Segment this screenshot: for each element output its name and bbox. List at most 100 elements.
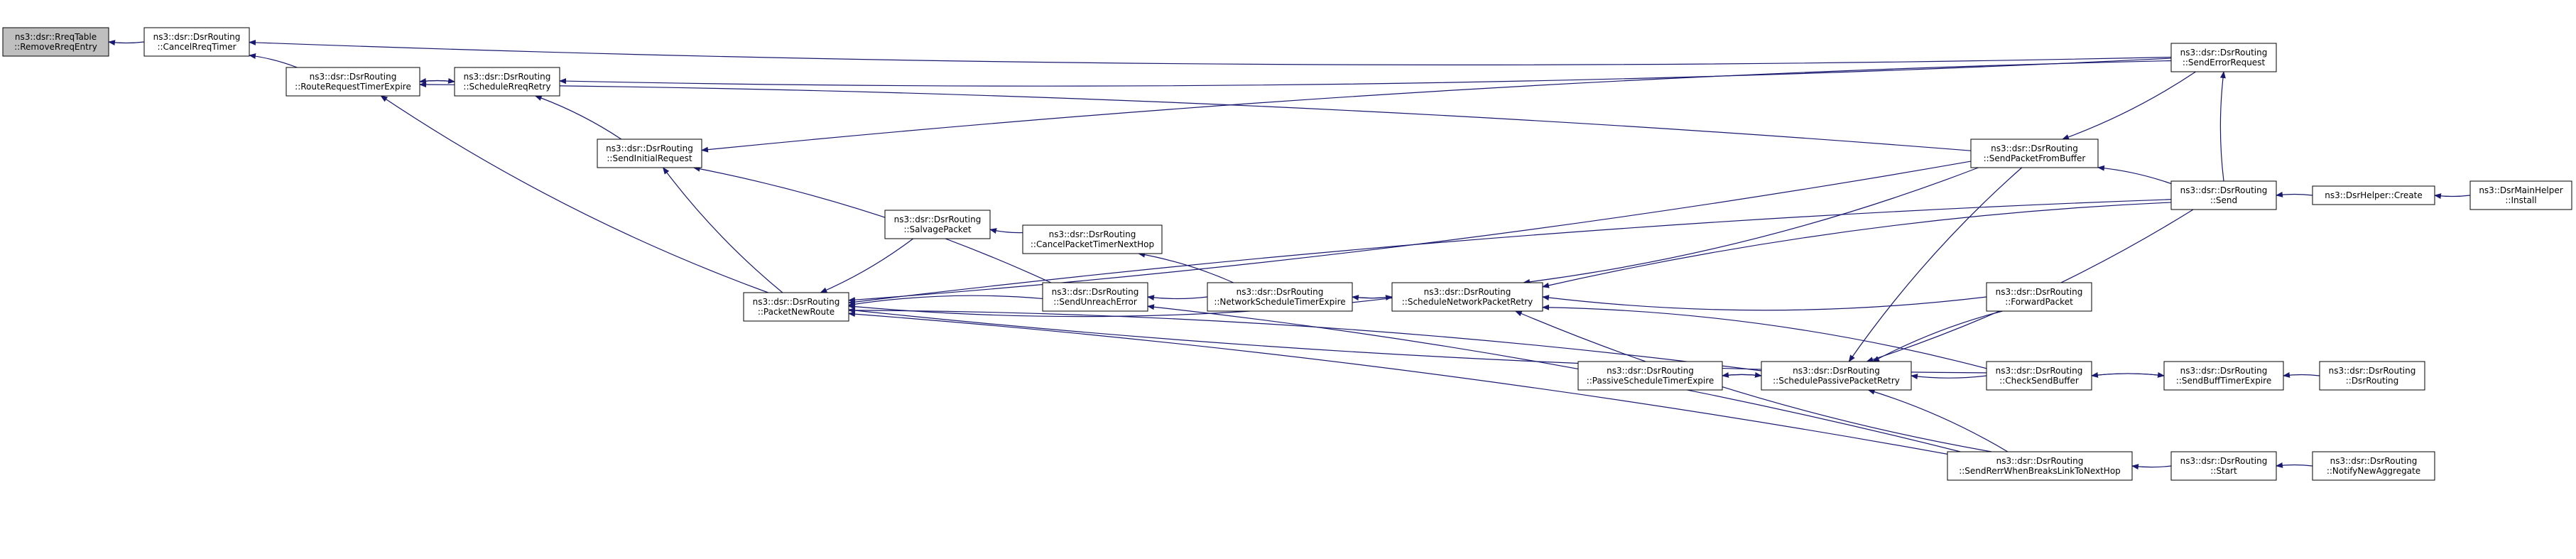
edge-send-rerr-when-breaks-link-to-next-hop-to-schedule-passive-packet-retry (1867, 389, 2009, 452)
node-label-line: ns3::dsr::DsrRouting (1607, 366, 1694, 376)
edge-send-rerr-when-breaks-link-to-next-hop-to-send-unreach-error (1147, 304, 1961, 452)
node-label-line: ns3::dsr::DsrRouting (1237, 287, 1324, 297)
node-label-line: ::PassiveScheduleTimerExpire (1587, 376, 1714, 386)
edge-send-error-request-to-send-initial-request (701, 60, 2172, 153)
edge-send-packet-from-buffer-to-route-request-timer-expire (419, 82, 1972, 151)
node-label-line: ::SalvagePacket (903, 224, 971, 234)
node-box (2170, 43, 2277, 72)
node-label-line: ::CancelRreqTimer (157, 42, 236, 52)
node-remove-req-entry[interactable]: ns3::dsr::RreqTable::RemoveRreqEntry (2, 27, 109, 57)
node-box (884, 210, 991, 239)
node-label-line: ::ScheduleRreqRetry (463, 82, 550, 92)
node-label-line: ns3::dsr::DsrRouting (753, 297, 840, 307)
node-label-line: ns3::dsr::RreqTable (15, 32, 97, 42)
node-send[interactable]: ns3::dsr::DsrRouting::Send (2170, 180, 2277, 210)
node-schedule-passive-packet-retry[interactable]: ns3::dsr::DsrRouting::SchedulePassivePac… (1761, 361, 1912, 391)
node-box (1986, 361, 2092, 391)
edge-send-rerr-when-breaks-link-to-next-hop-to-schedule-network-packet-retry (1514, 310, 1992, 452)
edge-send-packet-from-buffer-to-schedule-passive-packet-retry (1848, 167, 2023, 362)
node-salvage-packet[interactable]: ns3::dsr::DsrRouting::SalvagePacket (884, 210, 991, 239)
node-box (1761, 361, 1912, 391)
node-label-line: ::ForwardPacket (2005, 297, 2073, 307)
node-label-line: ns3::dsr::DsrRouting (1793, 366, 1880, 376)
edge-salvage-packet-to-packet-new-route (820, 238, 914, 293)
node-send-error-request[interactable]: ns3::dsr::DsrRouting::SendErrorRequest (2170, 43, 2277, 72)
node-label-line: ::SendUnreachError (1053, 297, 1137, 307)
node-start[interactable]: ns3::dsr::DsrRouting::Start (2170, 451, 2277, 481)
node-dsr-main-helper-install[interactable]: ns3::DsrMainHelper::Install (2469, 180, 2572, 210)
node-label-line: ::SchedulePassivePacketRetry (1773, 376, 1900, 386)
node-label-line: ::RouteRequestTimerExpire (295, 82, 411, 92)
edge-cancel-rreq-timer-to-remove-req-entry (108, 40, 145, 46)
node-label-line: ::NotifyNewAggregate (2327, 466, 2420, 476)
node-label-line: ns3::dsr::DsrRouting (2329, 366, 2416, 376)
node-label-line: ::DsrRouting (2346, 376, 2399, 386)
node-box (1947, 451, 2133, 481)
node-label-line: ns3::dsr::DsrRouting (1996, 287, 2083, 297)
node-box (1970, 139, 2099, 168)
node-label-line: ns3::dsr::DsrRouting (1049, 229, 1136, 239)
node-passive-schedule-timer-expire[interactable]: ns3::dsr::DsrRouting::PassiveScheduleTim… (1577, 361, 1723, 391)
node-label-line: ns3::dsr::DsrRouting (1424, 287, 1511, 297)
node-label-line: ::NetworkScheduleTimerExpire (1214, 297, 1345, 307)
node-dsr-helper-create[interactable]: ns3::DsrHelper::Create (2312, 185, 2435, 205)
edge-send-error-request-to-schedule-rreq-retry (559, 58, 2172, 87)
node-label-line: ::ScheduleNetworkPacketRetry (1402, 297, 1533, 307)
edge-packet-new-route-to-route-request-timer-expire (380, 95, 768, 293)
node-network-schedule-timer-expire[interactable]: ns3::dsr::DsrRouting::NetworkScheduleTim… (1207, 282, 1353, 312)
node-send-packet-from-buffer[interactable]: ns3::dsr::DsrRouting::SendPacketFromBuff… (1970, 139, 2099, 168)
node-label-line: ns3::dsr::DsrRouting (606, 143, 693, 153)
node-send-buff-timer-expire[interactable]: ns3::dsr::DsrRouting::SendBuffTimerExpir… (2163, 361, 2284, 391)
edge-send-rerr-when-breaks-link-to-next-hop-to-packet-new-route (848, 311, 1948, 455)
edge-send-packet-from-buffer-to-schedule-network-packet-retry (1523, 167, 1979, 285)
node-box (743, 292, 849, 322)
edge-network-schedule-timer-expire-to-send-unreach-error (1147, 295, 1208, 301)
node-box (597, 139, 702, 168)
edge-passive-schedule-timer-expire-to-schedule-passive-packet-retry (1722, 371, 1762, 378)
node-label-line: ::SendPacketFromBuffer (1984, 153, 2086, 163)
node-send-initial-request[interactable]: ns3::dsr::DsrRouting::SendInitialRequest (597, 139, 702, 168)
node-route-request-timer-expire[interactable]: ns3::dsr::DsrRouting::RouteRequestTimerE… (286, 67, 420, 97)
edge-network-schedule-timer-expire-to-schedule-network-packet-retry (1352, 295, 1393, 301)
node-box (286, 67, 420, 97)
node-notify-new-aggregate[interactable]: ns3::dsr::DsrRouting::NotifyNewAggregate (2312, 451, 2435, 481)
node-check-send-buffer[interactable]: ns3::dsr::DsrRouting::CheckSendBuffer (1986, 361, 2092, 391)
node-box (1042, 282, 1148, 312)
edge-forward-packet-to-schedule-network-packet-retry (1542, 295, 1987, 311)
edge-start-to-send-rerr-when-breaks-link-to-next-hop (2131, 464, 2172, 470)
node-send-unreach-error[interactable]: ns3::dsr::DsrRouting::SendUnreachError (1042, 282, 1148, 312)
node-cancel-rreq-timer[interactable]: ns3::dsr::DsrRouting::CancelRreqTimer (143, 27, 250, 57)
edge-dsr-routing-ctor-to-send-buff-timer-expire (2283, 371, 2320, 378)
edges-layer (108, 39, 2471, 470)
edge-cancel-packet-timer-next-hop-to-salvage-packet (989, 228, 1023, 234)
node-schedule-network-packet-retry[interactable]: ns3::dsr::DsrRouting::ScheduleNetworkPac… (1391, 282, 1543, 312)
nodes-layer: ns3::dsr::RreqTable::RemoveRreqEntryns3:… (2, 27, 2572, 481)
node-packet-new-route[interactable]: ns3::dsr::DsrRouting::PacketNewRoute (743, 292, 849, 322)
node-box (2312, 185, 2435, 205)
node-label-line: ns3::dsr::DsrRouting (2180, 48, 2268, 58)
node-label-line: ::SendBuffTimerExpire (2176, 376, 2271, 386)
node-label-line: ns3::dsr::DsrRouting (1052, 287, 1139, 297)
node-label-line: ns3::dsr::DsrRouting (1991, 143, 2078, 153)
edge-send-initial-request-to-schedule-rreq-retry (534, 95, 622, 140)
node-forward-packet[interactable]: ns3::dsr::DsrRouting::ForwardPacket (1986, 282, 2092, 312)
node-label-line: ns3::DsrHelper::Create (2325, 190, 2422, 200)
node-box (2, 27, 109, 57)
edge-check-send-buffer-to-send-buff-timer-expire (2091, 371, 2165, 378)
edge-send-to-send-packet-from-buffer (2097, 165, 2172, 185)
node-schedule-rreq-retry[interactable]: ns3::dsr::DsrRouting::ScheduleRreqRetry (454, 67, 560, 97)
edge-check-send-buffer-to-schedule-network-packet-retry (1542, 304, 1987, 369)
node-label-line: ::Send (2210, 195, 2237, 205)
node-label-line: ::CancelPacketTimerNextHop (1031, 239, 1154, 249)
edge-send-to-schedule-network-packet-retry (1542, 202, 2172, 288)
node-cancel-packet-timer-next-hop[interactable]: ns3::dsr::DsrRouting::CancelPacketTimerN… (1022, 224, 1163, 254)
node-label-line: ns3::dsr::DsrRouting (894, 215, 982, 224)
node-send-rerr-when-breaks-link-to-next-hop[interactable]: ns3::dsr::DsrRouting::SendRerrWhenBreaks… (1947, 451, 2133, 481)
node-box (1207, 282, 1353, 312)
edge-forward-packet-to-schedule-passive-packet-retry (1872, 310, 2003, 362)
node-label-line: ::Start (2210, 466, 2237, 476)
node-label-line: ns3::dsr::DsrRouting (2180, 456, 2268, 466)
node-label-line: ::SendRerrWhenBreaksLinkToNextHop (1959, 466, 2121, 476)
node-dsr-routing-ctor[interactable]: ns3::dsr::DsrRouting::DsrRouting (2319, 361, 2425, 391)
node-box (2312, 451, 2435, 481)
